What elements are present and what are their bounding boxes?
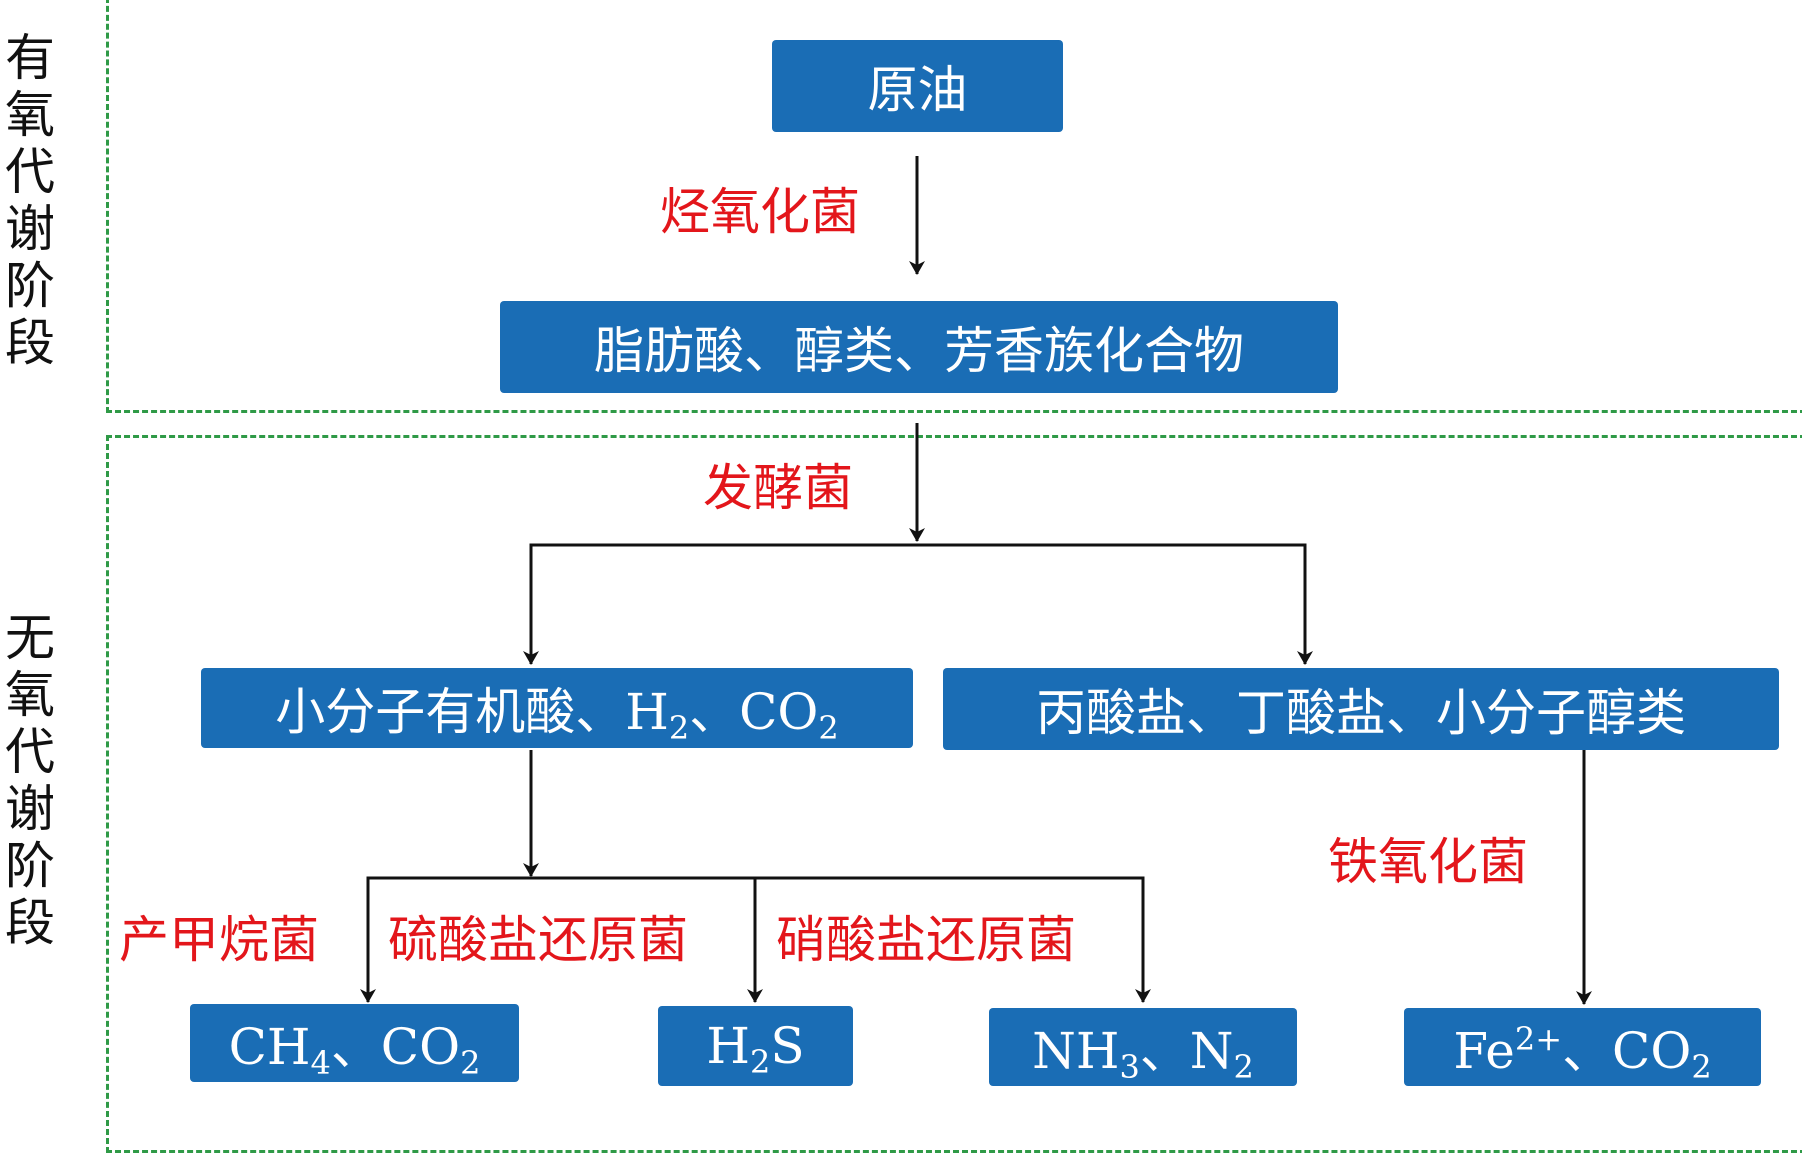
node-fe-text: Fe2+、CO2 xyxy=(1453,1020,1712,1086)
label-iron-oxidizing: 铁氧化菌 xyxy=(1328,833,1528,891)
node-nh3: NH3、N2 xyxy=(989,1008,1297,1086)
node-h2s: H2S xyxy=(658,1006,853,1086)
node-fatty-acids-text: 脂肪酸、醇类、芳香族化合物 xyxy=(594,322,1244,380)
node-ch4: CH4、CO2 xyxy=(190,1004,519,1082)
label-methanogen: 产甲烷菌 xyxy=(119,911,319,969)
node-propionate: 丙酸盐、丁酸盐、小分子醇类 xyxy=(943,668,1779,750)
label-sulfate-reducing: 硫酸盐还原菌 xyxy=(388,911,688,969)
node-organic-acids: 小分子有机酸、H2、CO2 xyxy=(201,668,913,748)
label-hydrocarbon-oxidizing: 烃氧化菌 xyxy=(660,183,860,241)
node-organic-acids-text: 小分子有机酸、H2、CO2 xyxy=(275,683,839,747)
label-fermentative: 发酵菌 xyxy=(703,459,853,517)
node-fe: Fe2+、CO2 xyxy=(1404,1008,1761,1086)
aerobic-zone xyxy=(106,0,1802,413)
node-propionate-text: 丙酸盐、丁酸盐、小分子醇类 xyxy=(1036,684,1686,742)
node-ch4-text: CH4、CO2 xyxy=(228,1018,481,1082)
anaerobic-zone xyxy=(106,435,1802,1153)
node-nh3-text: NH3、N2 xyxy=(1032,1022,1254,1086)
node-crude-oil: 原油 xyxy=(772,40,1063,132)
anaerobic-stage-label: 无 氧 代 谢 阶 段 xyxy=(5,609,55,952)
aerobic-stage-label: 有 氧 代 谢 阶 段 xyxy=(5,29,55,372)
node-crude-oil-text: 原油 xyxy=(867,61,968,119)
node-fatty-acids: 脂肪酸、醇类、芳香族化合物 xyxy=(500,301,1338,393)
split-line-top xyxy=(529,543,1307,662)
label-nitrate-reducing: 硝酸盐还原菌 xyxy=(776,911,1076,969)
node-h2s-text: H2S xyxy=(706,1017,805,1081)
